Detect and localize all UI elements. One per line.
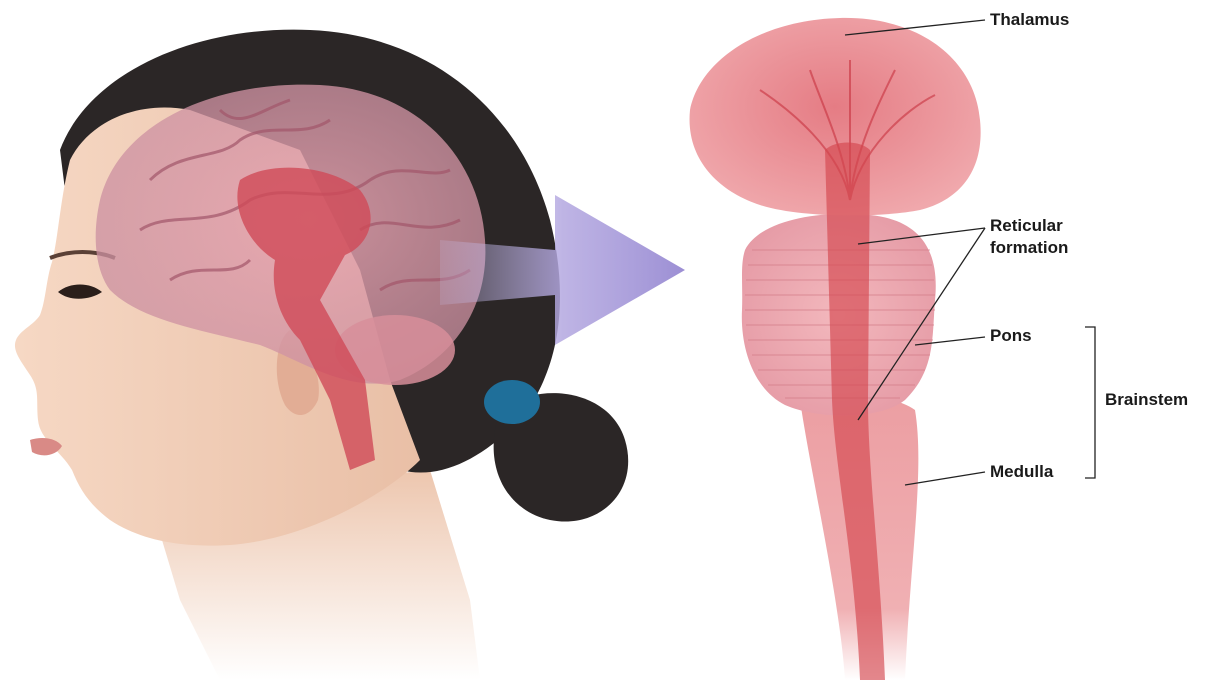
reticular-formation-label: Reticular formation bbox=[990, 215, 1068, 259]
medulla-label: Medulla bbox=[990, 461, 1053, 483]
thalamus-label: Thalamus bbox=[990, 9, 1069, 31]
brainstem-detail bbox=[690, 18, 981, 680]
reticular-label-line1: Reticular bbox=[990, 215, 1068, 237]
reticular-label-line2: formation bbox=[990, 237, 1068, 259]
brainstem-label: Brainstem bbox=[1105, 389, 1188, 411]
hair-tie bbox=[484, 380, 540, 424]
head-profile bbox=[15, 30, 628, 680]
brainstem-bracket bbox=[1085, 327, 1095, 478]
pons-label: Pons bbox=[990, 325, 1032, 347]
